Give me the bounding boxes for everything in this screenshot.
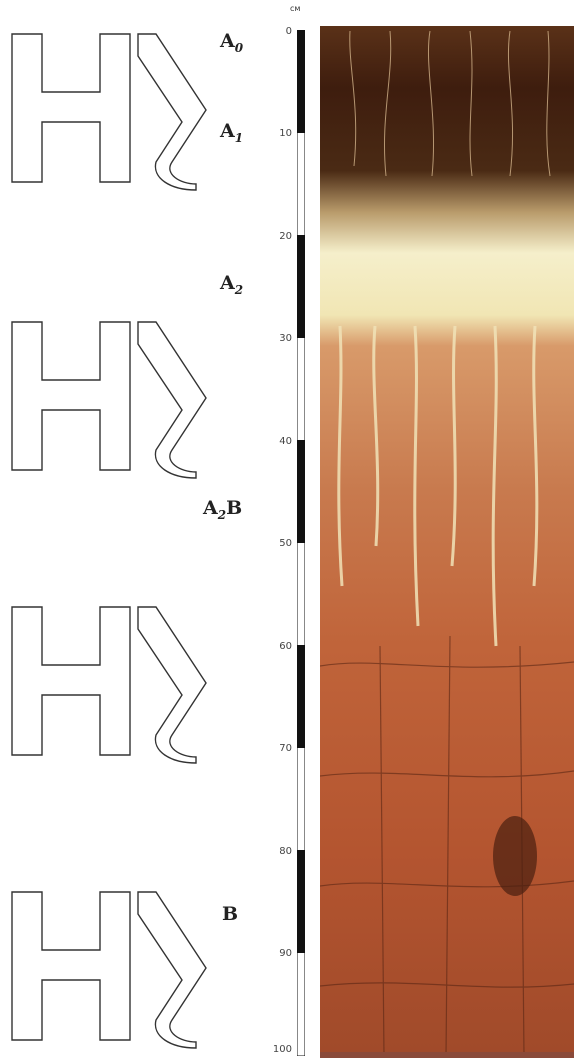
horizon-label-b: B: [222, 903, 238, 928]
soil-profile-illustration: [320, 26, 574, 1058]
depth-tick-label: 90: [266, 948, 292, 959]
horizon-label-a2: A2: [220, 272, 243, 297]
depth-tick-label: 30: [266, 333, 292, 344]
depth-tick-label: 40: [266, 436, 292, 447]
scale-unit-label: см: [290, 4, 300, 13]
horizon-label-a2b: A2B: [203, 497, 242, 522]
depth-tick-label: 10: [266, 128, 292, 139]
depth-tick-label: 80: [266, 846, 292, 857]
depth-tick-label: 20: [266, 231, 292, 242]
watermark-logo: [0, 300, 215, 480]
depth-tick-label: 0: [266, 26, 292, 37]
depth-tick-label: 100: [266, 1044, 292, 1055]
watermark-logo: [0, 12, 215, 192]
depth-tick-label: 50: [266, 538, 292, 549]
watermark-logo: [0, 870, 215, 1050]
depth-ruler: [297, 30, 305, 1056]
watermark-logo: [0, 585, 215, 765]
depth-tick-label: 60: [266, 641, 292, 652]
horizon-label-a1: A1: [220, 120, 243, 145]
horizon-label-a0: A0: [220, 30, 243, 55]
depth-tick-label: 70: [266, 743, 292, 754]
